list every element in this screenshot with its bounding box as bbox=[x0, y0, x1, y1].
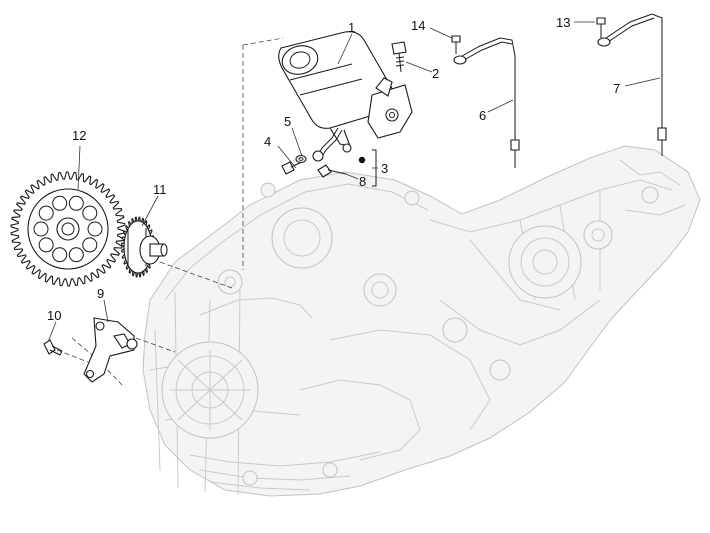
assembly-dashed-lines bbox=[56, 37, 284, 386]
callout-4: 4 bbox=[264, 134, 271, 149]
callout-7: 7 bbox=[613, 81, 620, 96]
callout-labels: 1 2 3 4 5 6 7 8 9 10 11 12 13 14 bbox=[47, 15, 620, 323]
sprocket-hole bbox=[52, 195, 68, 211]
sprocket-hole bbox=[38, 237, 54, 253]
bolt-part-13 bbox=[596, 17, 606, 38]
sprocket-hole bbox=[52, 247, 68, 263]
ground-cable-part-7 bbox=[597, 13, 667, 156]
sprocket-hole bbox=[87, 221, 103, 237]
callout-5: 5 bbox=[284, 114, 291, 129]
sprocket-hole bbox=[82, 237, 98, 253]
crankcase-housing bbox=[142, 145, 701, 497]
bolt-part-14 bbox=[451, 35, 461, 54]
callout-8: 8 bbox=[359, 174, 366, 189]
callout-1: 1 bbox=[348, 20, 355, 35]
group-marker-dot bbox=[358, 156, 366, 164]
bolt-part-2 bbox=[391, 41, 407, 73]
callout-11: 11 bbox=[153, 182, 167, 197]
bracket-part-9 bbox=[83, 317, 138, 383]
screw-part-8 bbox=[317, 164, 347, 178]
sprocket-hole bbox=[33, 221, 49, 237]
callout-9: 9 bbox=[97, 286, 104, 301]
callout-6: 6 bbox=[479, 108, 486, 123]
sprocket-hole bbox=[68, 195, 84, 211]
sprocket-hole bbox=[38, 205, 54, 221]
bolt-part-10 bbox=[43, 339, 63, 356]
callout-3: 3 bbox=[381, 161, 388, 176]
leader-lines bbox=[47, 21, 661, 343]
callout-14: 14 bbox=[411, 18, 425, 33]
idler-gear-part-11 bbox=[120, 216, 168, 278]
callout-2: 2 bbox=[432, 66, 439, 81]
callout-13: 13 bbox=[556, 15, 570, 30]
callout-10: 10 bbox=[47, 308, 61, 323]
starter-motor bbox=[278, 31, 413, 153]
washer-part-5 bbox=[295, 154, 307, 164]
ground-cable-part-6 bbox=[453, 37, 520, 168]
sprocket-hole bbox=[82, 205, 98, 221]
sprocket-hole bbox=[68, 247, 84, 263]
callout-12: 12 bbox=[72, 128, 86, 143]
sprocket-gear-part-12 bbox=[10, 171, 126, 287]
